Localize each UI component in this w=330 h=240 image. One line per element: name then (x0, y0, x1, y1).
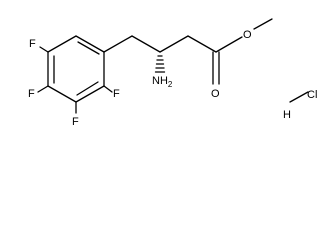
ring-double-bond (77, 41, 100, 55)
amine-label: NH2 (152, 75, 173, 89)
carbonyl-oxygen-label: O (211, 88, 220, 100)
chain-bond (131, 35, 161, 53)
c-f-bond (37, 85, 49, 93)
ring-double-bond (76, 81, 99, 96)
side-chain (103, 35, 217, 53)
h-cl-bond (289, 91, 309, 103)
ring-bond (75, 85, 105, 103)
structure-diagram: F F F F NH2 O O H Cl (28, 18, 317, 128)
ester-group: O O (211, 18, 273, 100)
chain-bond (187, 35, 217, 53)
ring-bond (75, 35, 105, 53)
c-o-single-bond (215, 36, 243, 53)
chloride-label: Cl (307, 89, 317, 101)
stereo-hash-bond (154, 55, 166, 73)
hydrogen-label: H (283, 109, 291, 121)
fluorine-label: F (28, 88, 35, 100)
o-methyl-bond (253, 18, 273, 30)
hydrochloride: H Cl (283, 89, 317, 121)
molecule-svg: F F F F NH2 O O H Cl (28, 18, 317, 128)
amine-nh: NH (152, 75, 168, 87)
ring-bond (47, 85, 77, 103)
ester-oxygen-label: O (243, 29, 252, 41)
fluorine-label: F (29, 38, 36, 50)
fluorine-label: F (113, 88, 120, 100)
fluorine-label: F (72, 116, 79, 128)
chain-bond (103, 35, 133, 53)
ring-bond (47, 35, 77, 53)
c-f-bond (39, 46, 49, 53)
fluorine-substituents: F F F F (28, 38, 120, 128)
c-f-bond (103, 85, 113, 93)
chain-bond (159, 35, 189, 53)
amine-subscript: 2 (168, 80, 173, 89)
benzene-ring (47, 35, 105, 103)
